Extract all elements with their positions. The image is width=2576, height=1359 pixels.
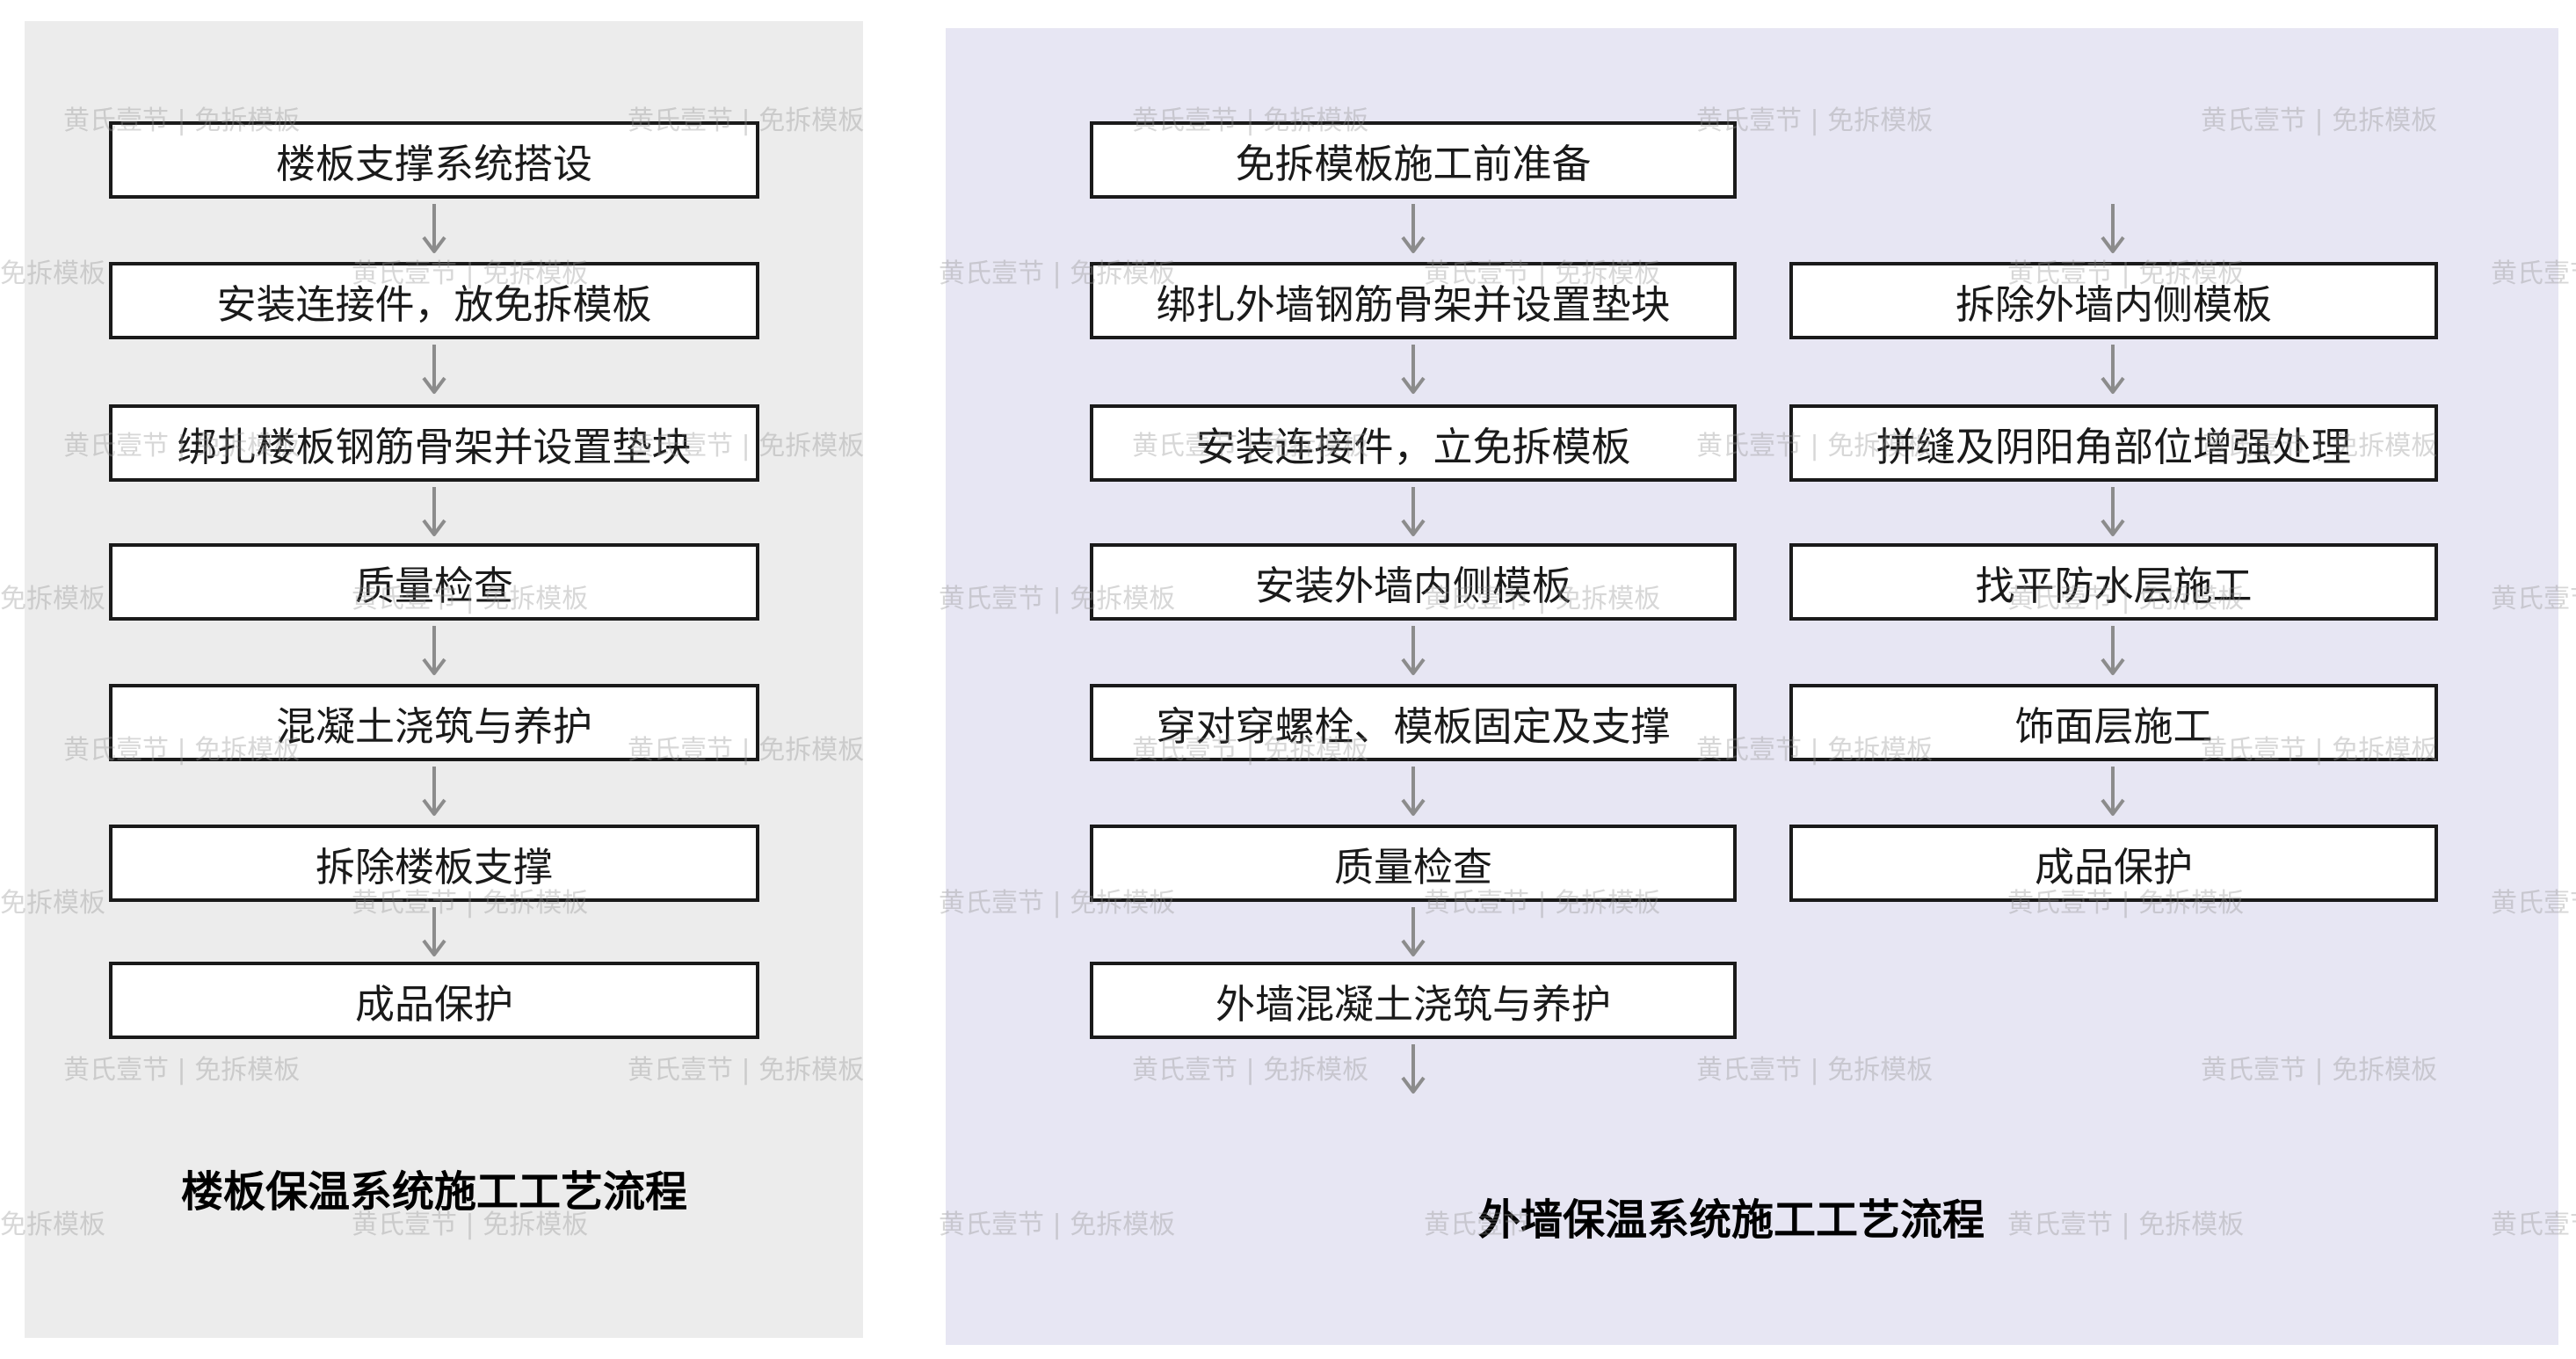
floor-step-6: 拆除楼板支撑 — [109, 825, 759, 902]
wall-left-arrow-1 — [1401, 202, 1426, 253]
floor-step-5: 混凝土浇筑与养护 — [109, 684, 759, 761]
wall-step-1: 免拆模板施工前准备 — [1090, 121, 1737, 199]
wall-right-arrow-2 — [2101, 485, 2125, 536]
wall-left-arrow-3 — [1401, 485, 1426, 536]
wall-step-11: 饰面层施工 — [1789, 684, 2438, 761]
wall-step-9: 拼缝及阴阳角部位增强处理 — [1789, 404, 2438, 482]
floor-step-4: 质量检查 — [109, 543, 759, 621]
wall-right-arrow-4 — [2101, 765, 2125, 816]
wall-left-arrow-5 — [1401, 765, 1426, 816]
wall-right-arrow-1 — [2101, 343, 2125, 394]
wall-left-arrow-6 — [1401, 905, 1426, 956]
wall-step-12: 成品保护 — [1789, 825, 2438, 902]
wall-step-4: 安装外墙内侧模板 — [1090, 543, 1737, 621]
floor-arrow-1 — [422, 202, 446, 253]
wall-left-arrow-4 — [1401, 624, 1426, 675]
wall-step-3: 安装连接件，立免拆模板 — [1090, 404, 1737, 482]
floor-arrow-5 — [422, 765, 446, 816]
wall-left-arrow-2 — [1401, 343, 1426, 394]
floor-step-2: 安装连接件，放免拆模板 — [109, 262, 759, 339]
floor-arrow-2 — [422, 343, 446, 394]
wall-left-arrow-continue — [1401, 1043, 1426, 1094]
wall-process-title: 外墙保温系统施工工艺流程 — [1477, 1195, 1985, 1245]
wall-step-6: 质量检查 — [1090, 825, 1737, 902]
floor-arrow-3 — [422, 485, 446, 536]
floor-step-3: 绑扎楼板钢筋骨架并设置垫块 — [109, 404, 759, 482]
wall-step-8: 拆除外墙内侧模板 — [1789, 262, 2438, 339]
wall-right-arrow-entry — [2101, 202, 2125, 253]
floor-arrow-6 — [422, 905, 446, 956]
wall-step-10: 找平防水层施工 — [1789, 543, 2438, 621]
wall-step-5: 穿对穿螺栓、模板固定及支撑 — [1090, 684, 1737, 761]
floor-step-7: 成品保护 — [109, 962, 759, 1039]
wall-step-2: 绑扎外墙钢筋骨架并设置垫块 — [1090, 262, 1737, 339]
wall-step-7: 外墙混凝土浇筑与养护 — [1090, 962, 1737, 1039]
floor-step-1: 楼板支撑系统搭设 — [109, 121, 759, 199]
floor-process-title: 楼板保温系统施工工艺流程 — [180, 1167, 687, 1217]
floor-arrow-4 — [422, 624, 446, 675]
wall-right-arrow-3 — [2101, 624, 2125, 675]
